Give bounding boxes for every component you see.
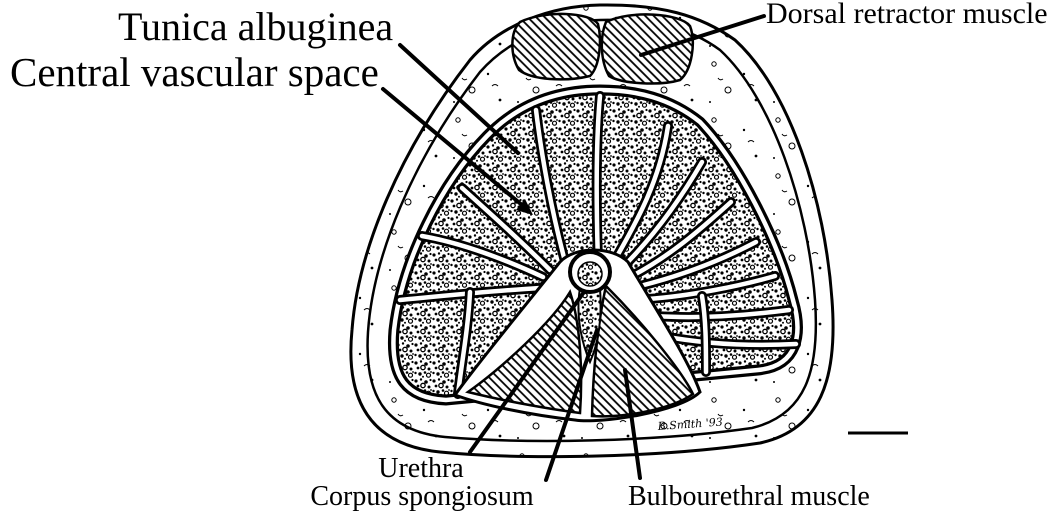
label-corpus-spongiosum: Corpus spongiosum <box>310 481 533 512</box>
septum-right-8 <box>702 296 706 372</box>
dorsal-retractor-muscle-right <box>602 14 693 83</box>
label-dorsal-retractor-muscle: Dorsal retractor muscle <box>766 0 1048 30</box>
label-bulbourethral-muscle: Bulbourethral muscle <box>628 481 870 512</box>
label-central-vascular-space: Central vascular space <box>10 49 379 95</box>
label-tunica-albuginea: Tunica albuginea <box>118 4 393 49</box>
label-urethra: Urethra <box>378 453 464 484</box>
dorsal-retractor-muscle-left <box>512 14 600 79</box>
septum-central <box>597 96 600 262</box>
urethra-lumen <box>578 262 602 286</box>
